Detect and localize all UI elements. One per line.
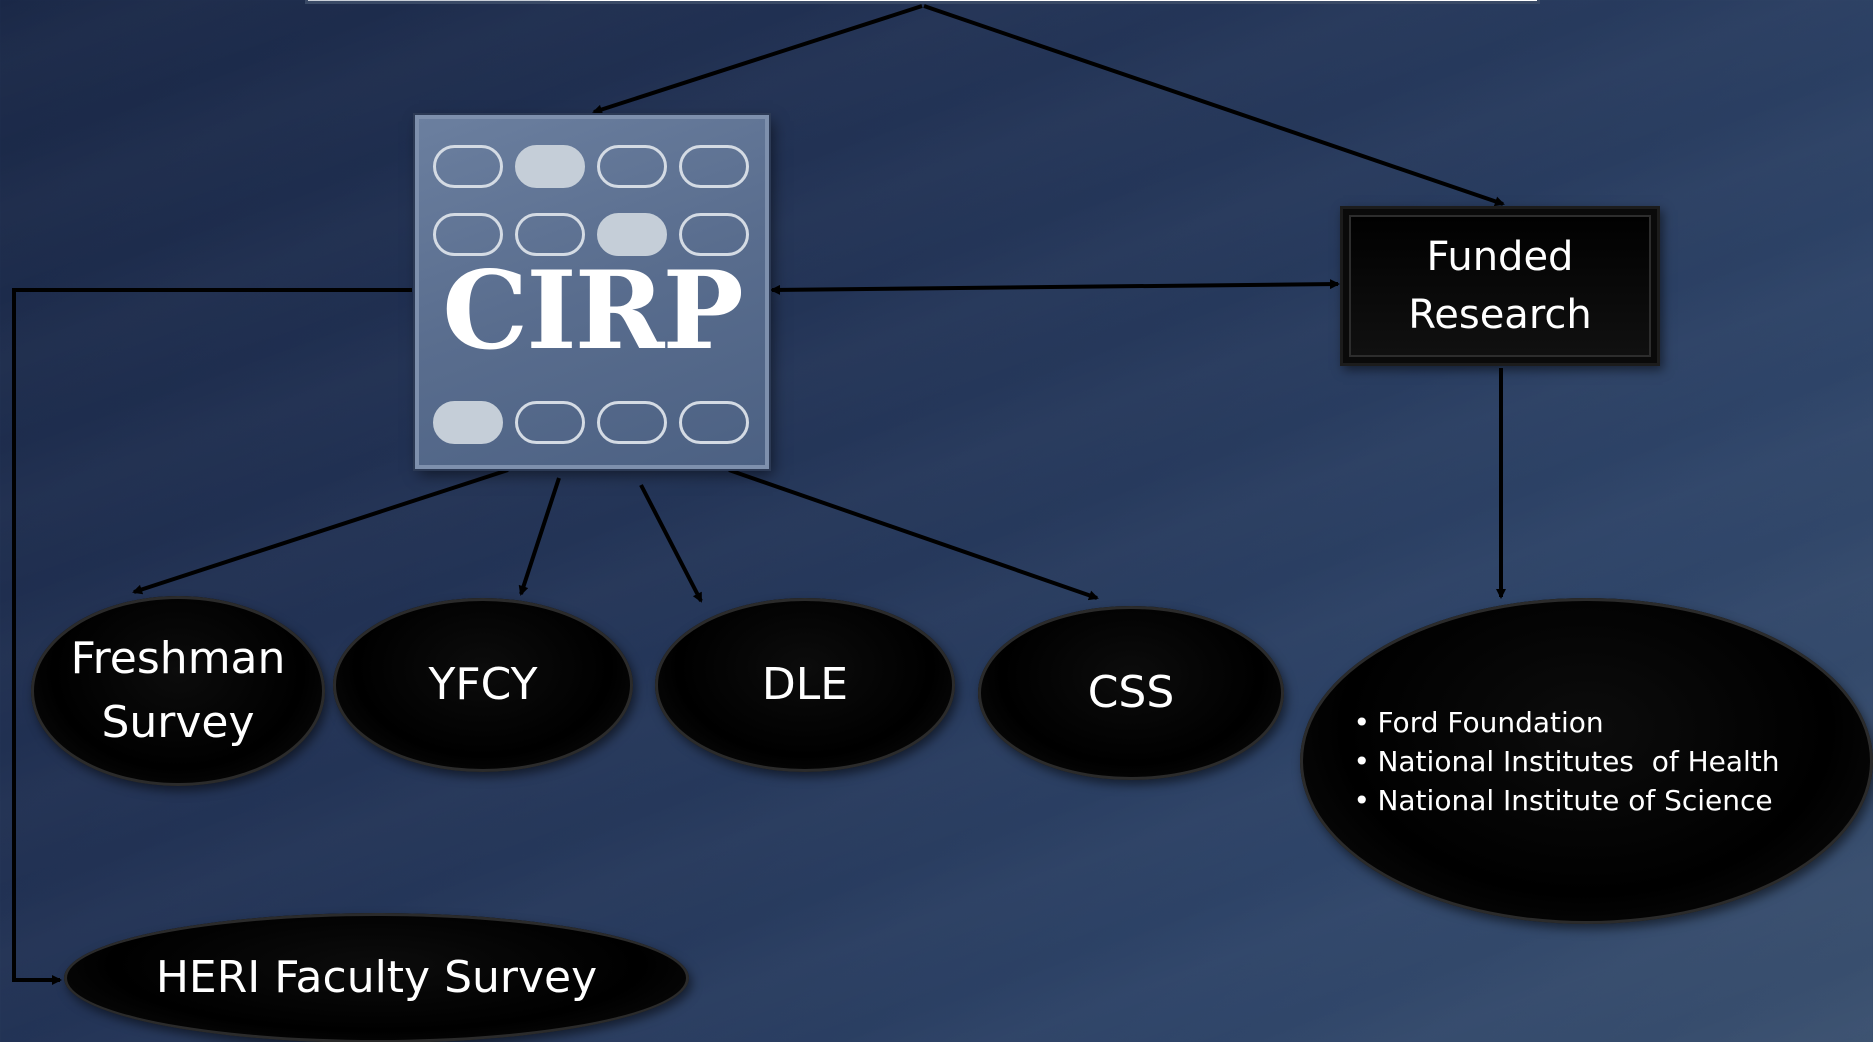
ycfy-node: YFCY xyxy=(333,598,633,772)
logo-pill xyxy=(679,401,749,444)
funder-item: •National Institute of Science xyxy=(1353,781,1779,820)
freshman-survey-node: Freshman Survey xyxy=(31,596,325,786)
arrow-cirp-to-heri xyxy=(12,288,412,985)
funder-item: •Ford Foundation xyxy=(1353,703,1779,742)
css-label: CSS xyxy=(1087,667,1175,718)
logo-pill xyxy=(515,145,585,188)
logo-pill xyxy=(597,145,667,188)
funded-research-label: Funded Research xyxy=(1408,228,1591,344)
funders-list: •Ford Foundation •National Institutes of… xyxy=(1353,703,1779,820)
funder-label: Ford Foundation xyxy=(1377,705,1604,739)
funded-research-line-1: Funded xyxy=(1426,234,1574,280)
funder-item: •National Institutes of Health xyxy=(1353,742,1779,781)
dle-node: DLE xyxy=(655,598,955,772)
freshman-survey-line-1: Freshman xyxy=(70,633,286,684)
freshman-survey-line-2: Survey xyxy=(101,697,255,748)
logo-pill xyxy=(433,401,503,444)
arrow-top-to-funded-research xyxy=(923,4,1505,207)
arrow-cirp-funded-research xyxy=(770,279,1340,295)
logo-pill xyxy=(433,145,503,188)
funder-label: National Institute of Science xyxy=(1377,783,1773,817)
logo-pill xyxy=(597,213,667,256)
bullet-icon: • xyxy=(1353,705,1370,739)
cirp-logo: CIRP xyxy=(415,115,769,469)
top-node-box-left-segment xyxy=(308,0,550,1)
ycfy-label: YFCY xyxy=(428,659,538,710)
css-node: CSS xyxy=(978,606,1284,780)
bullet-icon: • xyxy=(1353,783,1370,817)
bullet-icon: • xyxy=(1353,744,1370,778)
freshman-survey-label: Freshman Survey xyxy=(71,627,286,755)
funded-research-node: Funded Research xyxy=(1340,206,1660,366)
logo-pill xyxy=(679,213,749,256)
top-node-box xyxy=(305,0,1540,4)
heri-faculty-survey-label: HERI Faculty Survey xyxy=(155,952,598,1003)
heri-faculty-survey-node: HERI Faculty Survey xyxy=(64,913,689,1042)
logo-pill xyxy=(515,213,585,256)
arrow-cirp-to-css xyxy=(728,468,1099,601)
arrow-cirp-to-freshman xyxy=(132,468,509,595)
arrow-top-to-cirp xyxy=(592,4,923,115)
logo-pill xyxy=(679,145,749,188)
funder-label: National Institutes of Health xyxy=(1377,744,1780,778)
logo-pill xyxy=(515,401,585,444)
cirp-logo-text: CIRP xyxy=(442,248,743,374)
funded-research-line-2: Research xyxy=(1408,292,1592,338)
funders-node: •Ford Foundation •National Institutes of… xyxy=(1300,598,1873,924)
dle-label: DLE xyxy=(761,659,849,710)
arrow-cirp-to-dle xyxy=(639,484,703,603)
logo-pill xyxy=(597,401,667,444)
arrow-cirp-to-ycfy xyxy=(518,477,561,596)
logo-pill xyxy=(433,213,503,256)
